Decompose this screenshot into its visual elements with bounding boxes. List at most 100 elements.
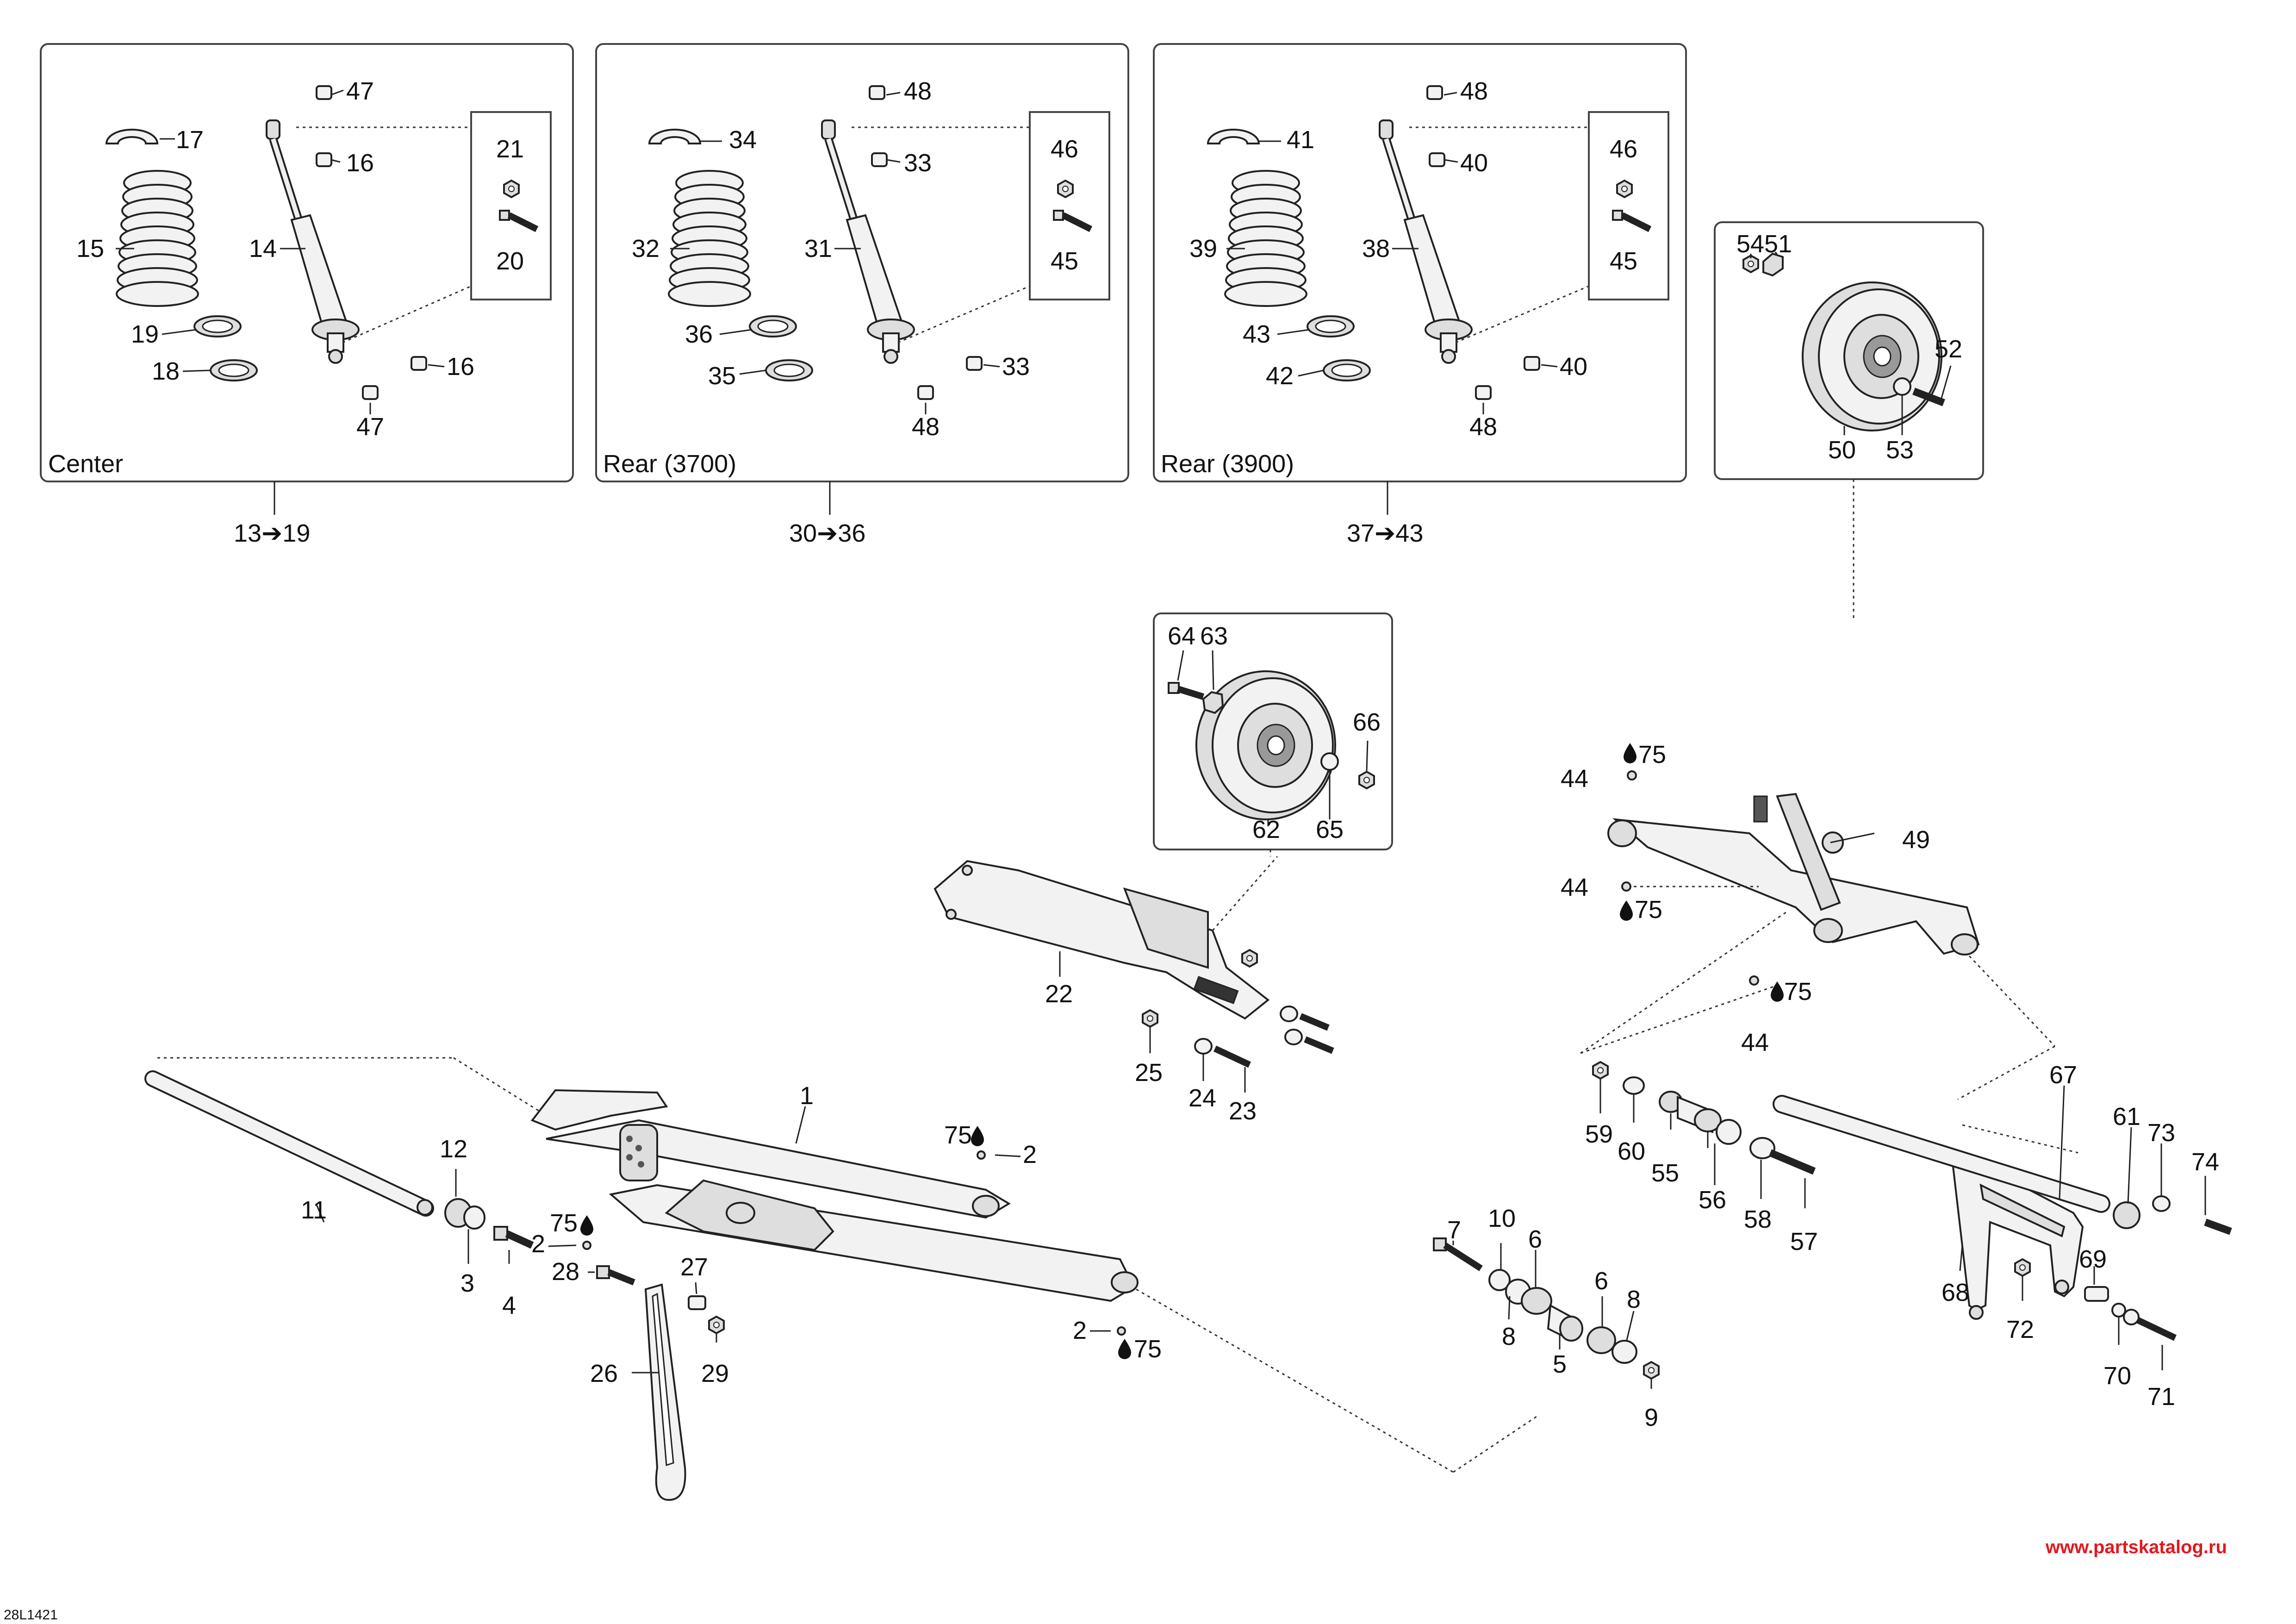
callout-17: 17 xyxy=(176,126,204,154)
callout-22: 22 xyxy=(1045,980,1073,1008)
idler-wheel-box-50: 54 51 52 50 53 xyxy=(1714,221,1984,620)
rear-3900-shock-box: 48 41 40 46 39 38 45 43 42 40 48 Rear (3… xyxy=(1153,43,1687,547)
callout-73: 73 xyxy=(2147,1119,2175,1147)
callout-75: 75 xyxy=(1784,978,1812,1006)
callout-7: 7 xyxy=(1447,1216,1461,1244)
callout-35: 35 xyxy=(708,362,736,390)
callout-27: 27 xyxy=(680,1253,708,1281)
callout-14: 14 xyxy=(249,235,277,262)
pivot-hardware-55-60: 59 60 55 56 58 57 xyxy=(1585,1061,1818,1255)
callout-9: 9 xyxy=(1644,1404,1658,1431)
callout-47: 47 xyxy=(356,413,384,441)
callout-28: 28 xyxy=(552,1258,579,1286)
callout-46: 46 xyxy=(1610,135,1637,163)
callout-71: 71 xyxy=(2147,1383,2175,1411)
callout-72: 72 xyxy=(2006,1316,2034,1343)
callout-41: 41 xyxy=(1287,126,1314,154)
front-arm-mount: 22 25 24 23 xyxy=(933,856,1334,1125)
callout-75: 75 xyxy=(1638,741,1666,768)
rear-3700-shock-box: 48 34 33 46 32 31 45 36 35 33 48 Rear (3… xyxy=(595,43,1129,547)
callout-8: 8 xyxy=(1627,1286,1641,1313)
callout-16: 16 xyxy=(447,353,474,381)
callout-51: 51 xyxy=(1764,230,1792,258)
callout-20: 20 xyxy=(496,247,524,275)
callout-75: 75 xyxy=(1635,896,1662,924)
box-caption-center: Center xyxy=(48,450,123,478)
callout-6: 6 xyxy=(1594,1267,1608,1295)
callout-61: 61 xyxy=(2113,1103,2140,1131)
callout-63: 63 xyxy=(1200,622,1228,650)
callout-45: 45 xyxy=(1051,247,1078,275)
pivot-hardware-5-10: 7 10 6 8 5 6 8 9 xyxy=(1433,1205,1660,1431)
callout-65: 65 xyxy=(1316,816,1344,843)
callout-23: 23 xyxy=(1229,1097,1257,1125)
callout-62: 62 xyxy=(1252,816,1280,843)
callout-53: 53 xyxy=(1886,436,1914,464)
stopper-strap: 28 27 29 26 xyxy=(552,1253,729,1501)
center-shock-box: 47 17 16 21 15 14 20 19 18 16 47 Center … xyxy=(40,43,574,547)
callout-54: 54 xyxy=(1736,230,1764,258)
callout-33: 33 xyxy=(904,149,932,177)
callout-39: 39 xyxy=(1189,235,1217,262)
callout-44: 44 xyxy=(1741,1029,1769,1056)
callout-18: 18 xyxy=(152,357,180,385)
box-caption-rear-3700: Rear (3700) xyxy=(603,450,736,478)
watermark: www.partskatalog.ru xyxy=(2045,1537,2227,1557)
callout-69: 69 xyxy=(2079,1245,2107,1273)
callout-8: 8 xyxy=(1502,1323,1516,1350)
axle-hardware: 12 3 4 xyxy=(440,1135,534,1319)
box-caption-rear-3900: Rear (3900) xyxy=(1161,450,1294,478)
callout-12: 12 xyxy=(440,1135,467,1163)
range-label-rear-3700: 30➔36 xyxy=(789,519,865,547)
callout-58: 58 xyxy=(1744,1206,1772,1233)
callout-6: 6 xyxy=(1528,1225,1542,1253)
callout-21: 21 xyxy=(496,135,524,163)
callout-32: 32 xyxy=(632,235,660,262)
callout-1: 1 xyxy=(800,1082,814,1110)
callout-46: 46 xyxy=(1051,135,1078,163)
callout-19: 19 xyxy=(131,320,159,348)
callout-31: 31 xyxy=(804,235,832,262)
callout-29: 29 xyxy=(701,1360,729,1387)
callout-3: 3 xyxy=(460,1269,474,1297)
drawing-code: 28L1421 xyxy=(4,1607,58,1623)
callout-15: 15 xyxy=(76,235,104,262)
callout-36: 36 xyxy=(685,320,713,348)
callout-40: 40 xyxy=(1560,353,1587,381)
callout-42: 42 xyxy=(1266,362,1294,390)
range-label-center: 13➔19 xyxy=(234,519,310,547)
idler-wheel-box-62: 64 63 66 62 65 xyxy=(1153,612,1393,856)
callout-47: 47 xyxy=(346,77,374,105)
callout-74: 74 xyxy=(2191,1148,2219,1176)
callout-75: 75 xyxy=(944,1121,972,1149)
callout-55: 55 xyxy=(1651,1159,1679,1187)
callout-48: 48 xyxy=(1460,77,1488,105)
callout-64: 64 xyxy=(1168,622,1195,650)
callout-25: 25 xyxy=(1135,1059,1163,1087)
callout-33: 33 xyxy=(1002,353,1030,381)
front-arm: 1 75 2 11 2 75 2 75 xyxy=(144,1057,1537,1473)
callout-52: 52 xyxy=(1935,335,1962,363)
callout-57: 57 xyxy=(1790,1228,1818,1255)
callout-44: 44 xyxy=(1561,874,1588,901)
callout-48: 48 xyxy=(1469,413,1497,441)
callout-4: 4 xyxy=(502,1292,516,1319)
callout-48: 48 xyxy=(912,413,940,441)
callout-44: 44 xyxy=(1561,765,1588,793)
callout-2: 2 xyxy=(531,1230,545,1258)
callout-75: 75 xyxy=(550,1209,578,1237)
rear-arm-assembly: 44 75 49 44 75 75 44 xyxy=(1561,741,2056,1100)
callout-34: 34 xyxy=(729,126,757,154)
callout-16: 16 xyxy=(346,149,374,177)
callout-48: 48 xyxy=(904,77,932,105)
rear-bracket-assembly: 67 61 73 74 68 69 72 70 71 xyxy=(1773,1061,2232,1411)
callout-38: 38 xyxy=(1362,235,1390,262)
callout-45: 45 xyxy=(1610,247,1637,275)
callout-40: 40 xyxy=(1460,149,1488,177)
callout-70: 70 xyxy=(2103,1362,2131,1390)
callout-43: 43 xyxy=(1243,320,1270,348)
callout-2: 2 xyxy=(1073,1317,1087,1344)
callout-5: 5 xyxy=(1553,1350,1567,1378)
callout-67: 67 xyxy=(2049,1061,2077,1089)
